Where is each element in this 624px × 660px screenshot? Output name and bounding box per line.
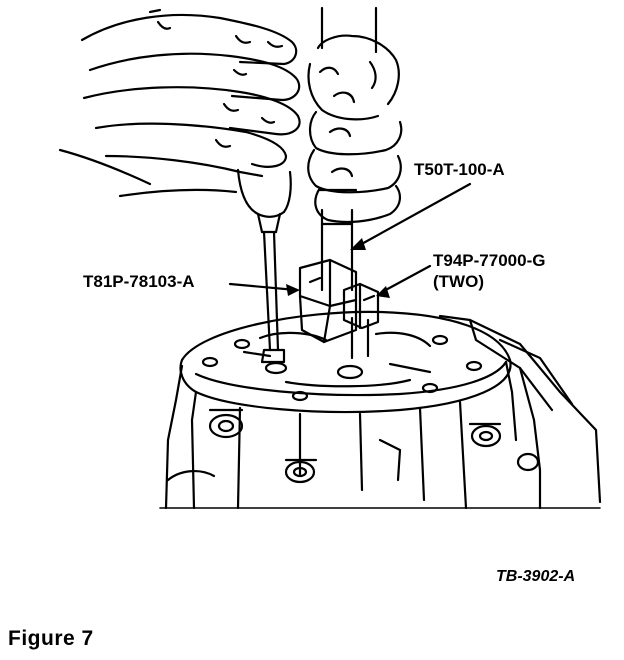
tool-t94p-77000-g	[342, 282, 380, 360]
figure-caption: Figure 7	[8, 627, 94, 650]
callout-t81p-78103-a: T81P-78103-A	[83, 272, 195, 291]
right-hand	[307, 6, 403, 224]
callout-t94p-77000-g: T94P-77000-G	[433, 251, 546, 270]
left-hand	[58, 8, 301, 198]
housing	[159, 310, 602, 510]
arrowheads	[286, 238, 390, 298]
callout-t50t-100-a: T50T-100-A	[414, 160, 505, 179]
tool-t50t-100-a	[318, 188, 358, 292]
screwdriver	[236, 168, 292, 364]
leader-lines	[228, 182, 472, 294]
drawing-code: TB-3902-A	[496, 568, 576, 585]
callout-quantity-two: (TWO)	[433, 272, 484, 291]
tool-t81p-78103-a	[298, 258, 358, 344]
